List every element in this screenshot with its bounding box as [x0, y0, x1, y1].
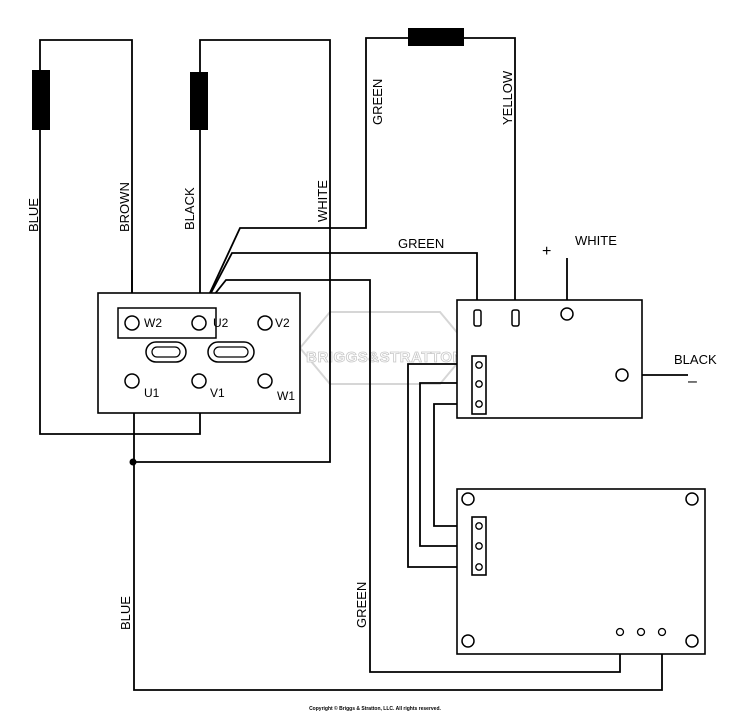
link-slot-right: [207, 341, 255, 363]
terminal-label-w2: W2: [144, 316, 162, 330]
board-pin-1: [615, 627, 625, 637]
mount-hole-br: [685, 634, 699, 648]
junction-dot: [129, 458, 137, 466]
label-blue-bottom: BLUE: [118, 596, 133, 630]
terminal-label-u2: U2: [213, 316, 229, 330]
terminal-u2: [191, 315, 207, 331]
label-white: WHITE: [315, 180, 330, 222]
mount-hole-tl: [461, 492, 475, 506]
w2-u2-link: [117, 307, 217, 339]
regulator-white-terminal: [560, 307, 574, 321]
regulator-black-terminal: [615, 368, 629, 382]
terminal-label-v2: V2: [275, 316, 290, 330]
terminal-label-v1: V1: [210, 386, 225, 400]
green-mid-wire: [201, 252, 478, 312]
label-white-plus: WHITE: [575, 233, 617, 248]
terminal-block-body: [97, 292, 301, 414]
minus-symbol: –: [688, 373, 697, 390]
label-brown: BROWN: [117, 182, 132, 232]
label-green-top: GREEN: [370, 79, 385, 125]
green-yellow-wire: [201, 37, 516, 311]
label-blue-top: BLUE: [26, 198, 41, 232]
regulator-box: [456, 299, 643, 419]
watermark: BRIGGS&STRATTON: [298, 311, 472, 385]
wires: [39, 37, 688, 691]
interconnect-2: [419, 382, 478, 547]
terminal-label-u1: U1: [144, 386, 160, 400]
interconnect-1: [407, 363, 478, 568]
board-pin-3: [657, 627, 667, 637]
terminal-w1: [257, 373, 273, 389]
terminal-label-w1: W1: [277, 389, 295, 403]
label-black: BLACK: [182, 187, 197, 230]
label-black-minus: BLACK: [674, 352, 717, 367]
terminal-v2: [257, 315, 273, 331]
blue-wire-bottom: [133, 388, 663, 691]
control-board-body: [456, 488, 706, 655]
label-green-bottom: GREEN: [354, 582, 369, 628]
mount-hole-bl: [461, 634, 475, 648]
blue-wire-top: [39, 39, 201, 435]
label-green-mid: GREEN: [398, 236, 444, 251]
regulator-body: [456, 299, 643, 419]
regulator-yellow-pin: [511, 309, 520, 327]
terminal-w2: [124, 315, 140, 331]
board-pin-2: [636, 627, 646, 637]
terminal-block: W2 U2 V2 U1 V1 W1: [97, 292, 301, 414]
control-board: [456, 488, 706, 655]
terminal-v1: [191, 373, 207, 389]
copyright-text: Copyright © Briggs & Stratton, LLC. All …: [309, 705, 441, 712]
mount-hole-tr: [685, 492, 699, 506]
interconnect-3: [433, 403, 478, 527]
terminal-u1: [124, 373, 140, 389]
label-yellow: YELLOW: [500, 70, 515, 125]
regulator-green-pin: [473, 309, 482, 327]
green-bottom-wire: [201, 279, 621, 673]
plus-symbol: +: [542, 243, 551, 260]
blue-resistor: [32, 70, 50, 130]
black-resistor: [190, 72, 208, 130]
yellow-resistor: [408, 28, 464, 46]
watermark-text: BRIGGS&STRATTON: [306, 349, 464, 366]
